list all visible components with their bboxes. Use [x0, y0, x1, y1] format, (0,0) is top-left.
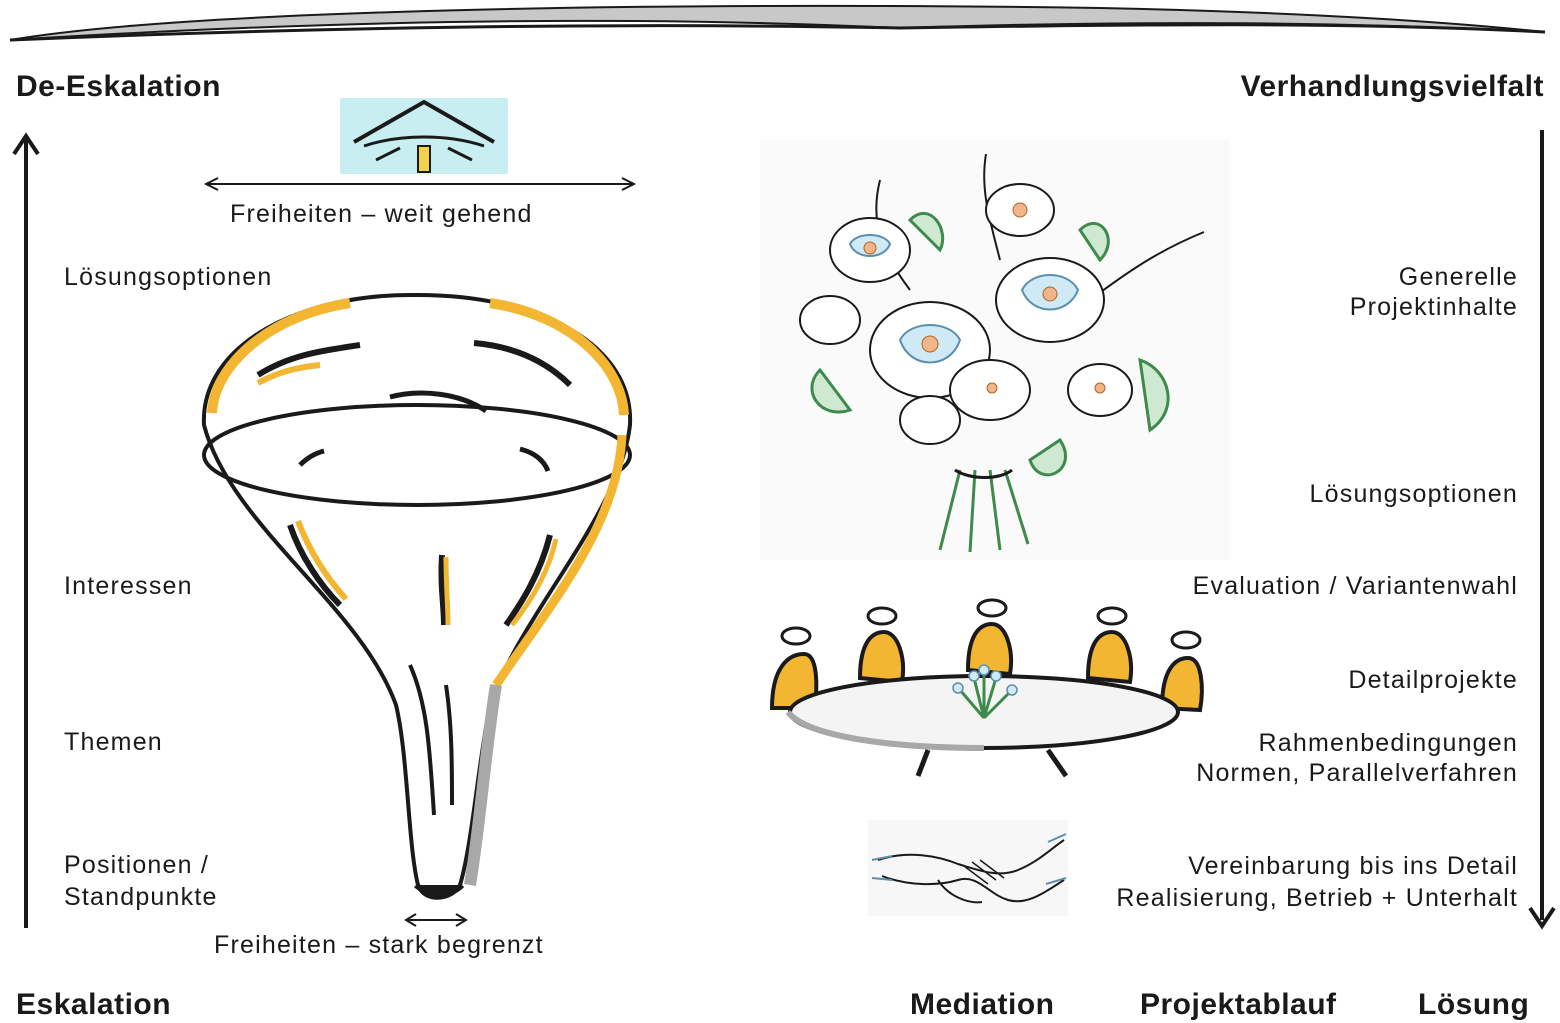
- top-left-heading: De-Eskalation: [16, 70, 221, 104]
- freedom-narrow-label: Freiheiten – stark begrenzt: [214, 930, 544, 961]
- funnel-level-themen: Themen: [64, 727, 163, 758]
- handshake-illustration: [868, 820, 1068, 916]
- bouquet-illustration: [760, 140, 1230, 560]
- step-normen: Normen, Parallelverfahren: [1196, 758, 1518, 789]
- bottom-heading-loesung: Lösung: [1418, 988, 1529, 1022]
- top-right-heading: Verhandlungsvielfalt: [1241, 70, 1544, 104]
- step-detailprojekte: Detailprojekte: [1348, 665, 1518, 696]
- step-evaluation: Evaluation / Variantenwahl: [1193, 571, 1518, 602]
- funnel-level-loesungsoptionen: Lösungsoptionen: [64, 262, 272, 293]
- bottom-left-heading: Eskalation: [16, 988, 171, 1022]
- freedom-wide-arrow: [202, 174, 642, 194]
- step-generelle: Generelle: [1399, 262, 1518, 293]
- round-table-illustration: [748, 598, 1218, 778]
- freedom-narrow-arrow: [402, 910, 472, 930]
- step-realisierung: Realisierung, Betrieb + Unterhalt: [1116, 883, 1518, 914]
- deescalation-arrow: [8, 128, 48, 938]
- step-vereinbarung: Vereinbarung bis ins Detail: [1188, 851, 1518, 882]
- funnel-top-icon: [340, 98, 508, 174]
- freedom-wide-label: Freiheiten – weit gehend: [230, 199, 533, 230]
- bottom-heading-mediation: Mediation: [910, 988, 1055, 1022]
- funnel-illustration: [190, 285, 650, 905]
- process-arrow: [1524, 128, 1560, 938]
- funnel-level-interessen: Interessen: [64, 571, 193, 602]
- step-loesungsoptionen: Lösungsoptionen: [1310, 479, 1518, 510]
- step-projektinhalte: Projektinhalte: [1350, 292, 1518, 323]
- funnel-level-positionen: Positionen /: [64, 850, 209, 881]
- funnel-level-standpunkte: Standpunkte: [64, 882, 218, 913]
- step-rahmenbedingungen: Rahmenbedingungen: [1259, 728, 1519, 759]
- bottom-heading-projektablauf: Projektablauf: [1140, 988, 1337, 1022]
- top-banner-swoosh: [0, 0, 1560, 50]
